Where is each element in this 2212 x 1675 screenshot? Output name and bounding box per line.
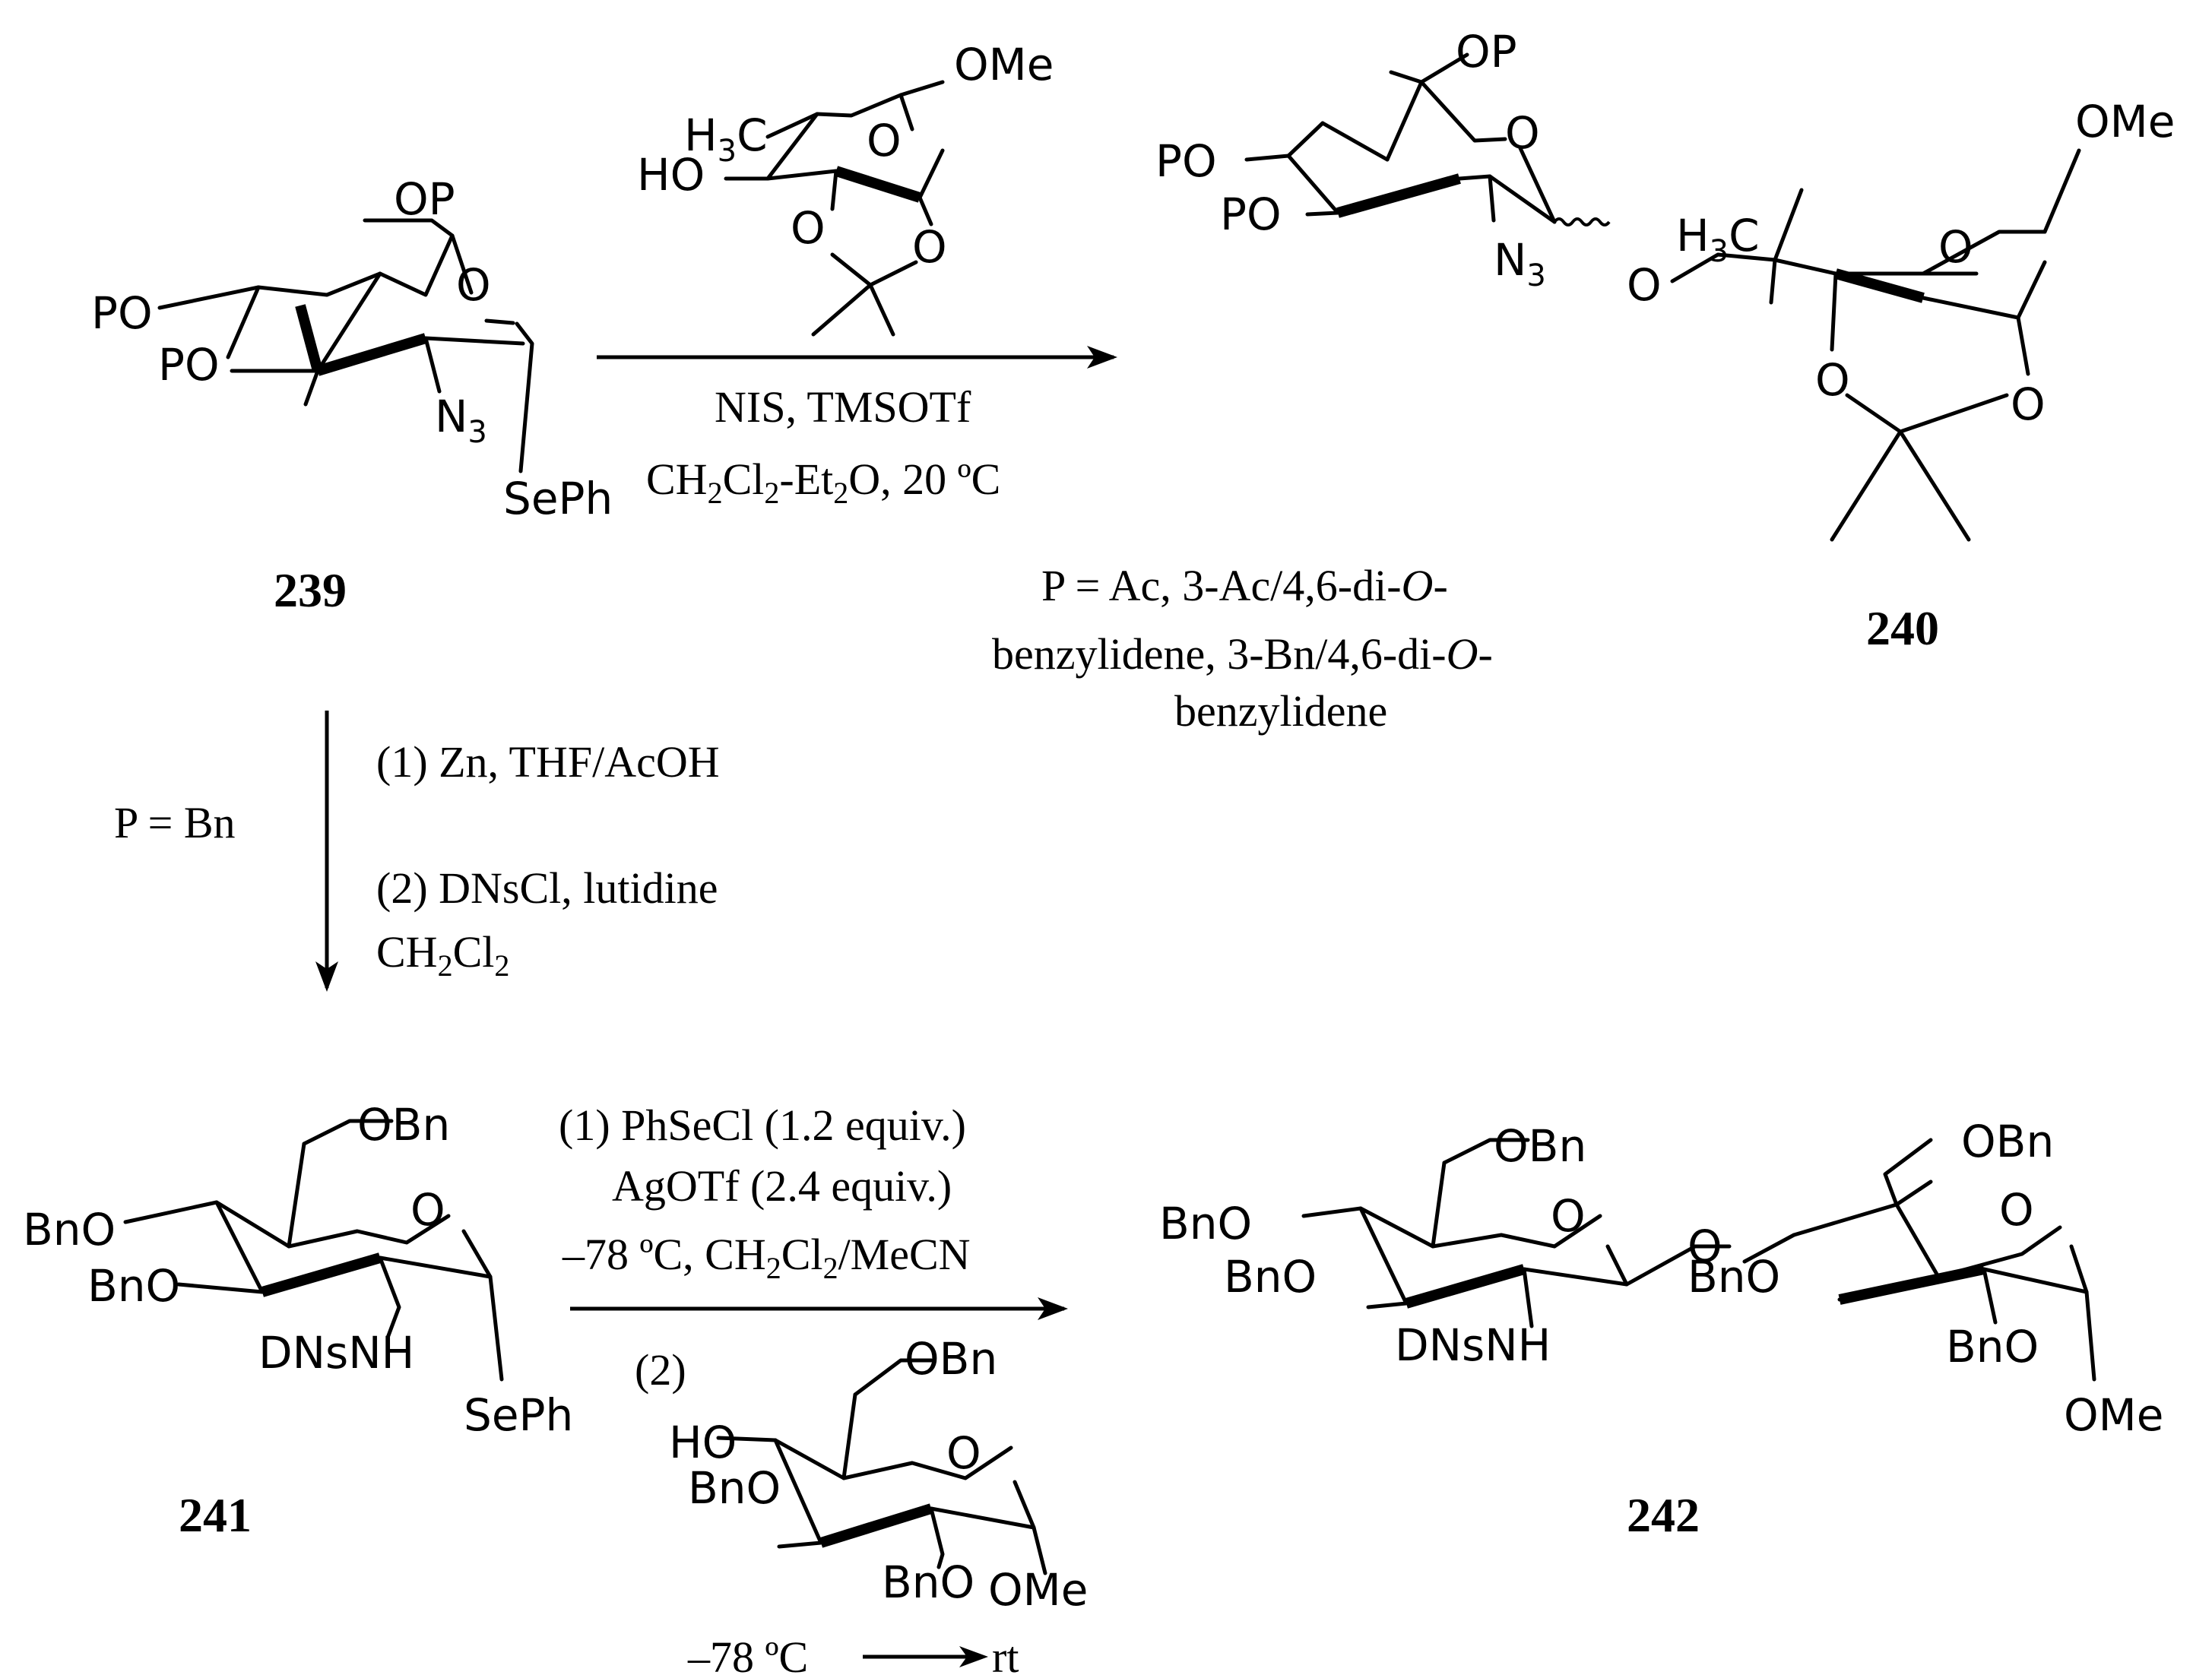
atom-label: BnO <box>1224 1251 1317 1303</box>
atom-label: O <box>946 1427 981 1479</box>
reaction-2: P = Bn (1) Zn, THF/AcOH (2) DNsCl, lutid… <box>114 711 720 992</box>
atom-label: HO <box>637 149 705 201</box>
atom-label: O <box>1938 221 1973 273</box>
atom-label: O <box>791 202 826 254</box>
compound-242: OBn BnO BnO O DNsNH O OBn BnO O BnO OMe … <box>1159 1116 2163 1542</box>
atom-label: PO <box>91 287 153 339</box>
protecting-group-note: P = Ac, 3-Ac/4,6-di-O- <box>1041 561 1448 610</box>
step-text: AgOTf (2.4 equiv.) <box>612 1161 952 1211</box>
atom-label: BnO <box>23 1204 116 1255</box>
atom-label: OMe <box>988 1564 1088 1616</box>
acceptor-top: OMe H3C HO O O O <box>637 39 1054 337</box>
atom-label: OP <box>394 173 455 225</box>
compound-label: 242 <box>1627 1488 1700 1542</box>
atom-label: O <box>1505 107 1540 159</box>
compound-label: 240 <box>1866 601 1939 655</box>
atom-label: BnO <box>87 1260 180 1312</box>
atom-label: PO <box>1220 188 1282 240</box>
atom-label: N3 <box>1494 234 1546 293</box>
protecting-group-label: P = Bn <box>114 798 236 847</box>
atom-label: O <box>867 115 902 166</box>
atom-label: PO <box>1155 135 1217 187</box>
step-text: (2) DNsCl, lutidine <box>376 863 718 913</box>
atom-label: DNsNH <box>1395 1319 1551 1371</box>
solvent-text: CH2Cl2 <box>376 927 509 983</box>
atom-label: BnO <box>1688 1251 1780 1303</box>
atom-label: OP <box>1456 26 1517 78</box>
atom-label: O <box>2011 378 2046 430</box>
atom-label: O <box>912 221 947 273</box>
acceptor-bottom: OBn HO BnO O BnO OMe <box>669 1333 1088 1616</box>
atom-label: BnO <box>882 1556 974 1608</box>
atom-label: BnO <box>1946 1321 2039 1373</box>
atom-label: OMe <box>2064 1389 2163 1441</box>
atom-label: BnO <box>688 1462 781 1514</box>
compound-label: 239 <box>274 563 347 617</box>
compound-239: OP PO PO O N3 SePh 239 <box>91 173 613 617</box>
atom-label: O <box>1688 1221 1722 1272</box>
atom-label: OMe <box>954 39 1054 90</box>
atom-label: O <box>1551 1190 1586 1242</box>
atom-label: OBn <box>1961 1116 2054 1167</box>
atom-label: PO <box>158 339 220 391</box>
reagent-text: NIS, TMSOTf <box>715 382 971 432</box>
atom-label: H3C <box>1676 210 1760 269</box>
atom-label: OBn <box>357 1099 450 1151</box>
solvent-text: CH2Cl2-Et2O, 20 ºC <box>646 454 1000 510</box>
atom-label: HO <box>669 1417 737 1468</box>
atom-label: O <box>1999 1184 2034 1236</box>
atom-label: SePh <box>464 1389 573 1441</box>
atom-label: H3C <box>684 109 768 169</box>
step-text: (1) PhSeCl (1.2 equiv.) <box>559 1100 966 1150</box>
compound-240: OP PO PO O N3 O OMe H3C O O O 240 <box>1155 26 2175 655</box>
compound-label: 241 <box>179 1488 252 1542</box>
atom-label: SePh <box>503 473 613 524</box>
atom-label: N3 <box>435 391 487 450</box>
atom-label: O <box>410 1184 445 1236</box>
atom-label: OMe <box>2075 96 2175 147</box>
step-text: –78 ºC, CH2Cl2/MeCN <box>562 1230 971 1285</box>
reaction-3: (1) PhSeCl (1.2 equiv.) AgOTf (2.4 equiv… <box>559 1100 1088 1675</box>
protecting-group-note: benzylidene <box>1174 686 1387 736</box>
temperature-start: –78 ºC <box>687 1632 808 1675</box>
step-text: (2) <box>635 1345 686 1395</box>
atom-label: O <box>456 259 491 311</box>
temperature-end: rt <box>992 1632 1019 1675</box>
atom-label: OBn <box>905 1333 997 1385</box>
reaction-1: NIS, TMSOTf CH2Cl2-Et2O, 20 ºC P = Ac, 3… <box>597 346 1493 736</box>
step-text: (1) Zn, THF/AcOH <box>376 737 720 787</box>
atom-label: DNsNH <box>258 1327 414 1379</box>
atom-label: OBn <box>1494 1120 1586 1172</box>
atom-label: BnO <box>1159 1198 1252 1249</box>
atom-label: O <box>1627 259 1662 311</box>
compound-241: OBn BnO BnO O DNsNH SePh 241 <box>23 1099 573 1542</box>
atom-label: O <box>1815 354 1850 406</box>
protecting-group-note: benzylidene, 3-Bn/4,6-di-O- <box>992 629 1493 679</box>
